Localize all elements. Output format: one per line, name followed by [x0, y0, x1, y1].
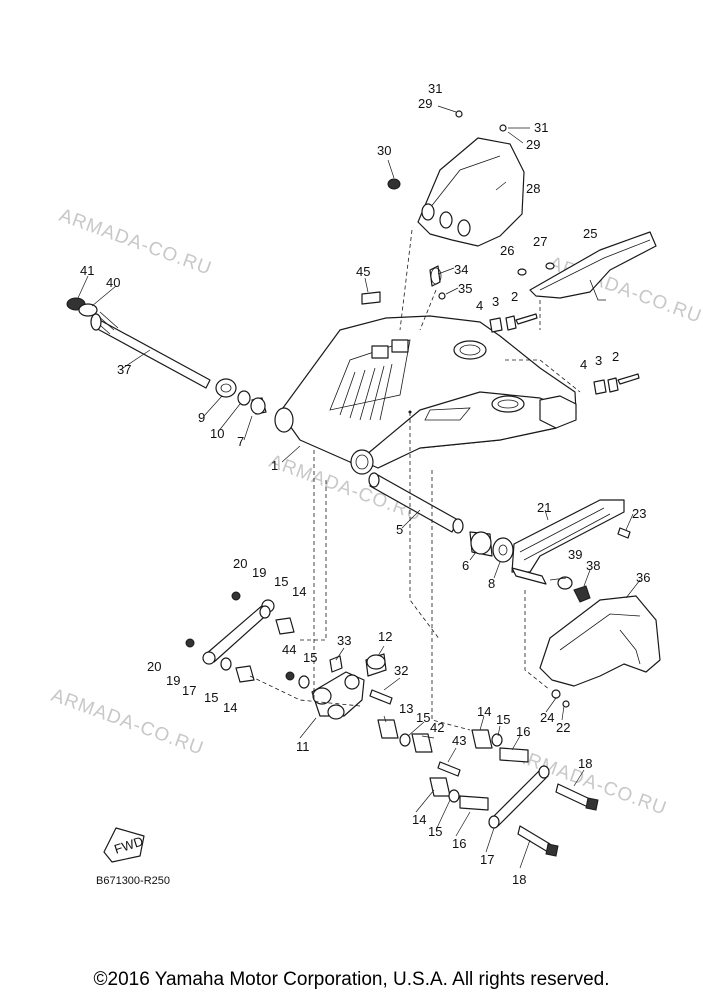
- mud-guard: [387, 137, 525, 247]
- diagram-code: B671300-R250: [96, 875, 171, 887]
- callout-41: 41: [80, 263, 94, 278]
- callout-36: 36: [636, 570, 650, 585]
- bushings-and-bolts: [185, 591, 599, 857]
- callout-33: 33: [337, 633, 351, 648]
- callout-4b: 4: [580, 357, 587, 372]
- callout-10: 10: [210, 426, 224, 441]
- callout-18a: 18: [578, 756, 592, 771]
- callout-21: 21: [537, 500, 551, 515]
- callout-45: 45: [356, 264, 370, 279]
- leader-lines: [77, 105, 641, 869]
- callout-2b: 2: [612, 349, 619, 364]
- callout-34: 34: [454, 262, 468, 277]
- callout-32: 32: [394, 663, 408, 678]
- small-fittings: [361, 110, 640, 395]
- callout-25: 25: [583, 226, 597, 241]
- chain-guide: [511, 499, 631, 603]
- callout-8: 8: [488, 576, 495, 591]
- callout-35: 35: [458, 281, 472, 296]
- callout-43: 43: [452, 733, 466, 748]
- callout-labels: 1 2 3 4 2 3 4 5 6 7 8 9 10 11 12 13 14 1…: [80, 81, 650, 887]
- pivot-shaft: [66, 297, 267, 415]
- callout-38: 38: [586, 558, 600, 573]
- callout-14c: 14: [477, 704, 491, 719]
- callout-27: 27: [533, 234, 547, 249]
- callout-28: 28: [526, 181, 540, 196]
- callout-26: 26: [500, 243, 514, 258]
- callout-31b: 31: [534, 120, 548, 135]
- callout-9: 9: [198, 410, 205, 425]
- callout-20b: 20: [147, 659, 161, 674]
- callout-16a: 16: [516, 724, 530, 739]
- callout-11: 11: [296, 739, 310, 754]
- connecting-rods: [202, 599, 550, 829]
- callout-15d: 15: [416, 710, 430, 725]
- callout-5: 5: [396, 522, 403, 537]
- callout-6: 6: [462, 558, 469, 573]
- callout-24: 24: [540, 710, 554, 725]
- callout-19a: 19: [252, 565, 266, 580]
- callout-22: 22: [556, 720, 570, 735]
- callout-4: 4: [476, 298, 483, 313]
- callout-15a: 15: [274, 574, 288, 589]
- callout-2: 2: [511, 289, 518, 304]
- callout-17a: 17: [182, 683, 196, 698]
- chain-cover: [517, 231, 657, 301]
- callout-37: 37: [117, 362, 131, 377]
- callout-29a: 29: [418, 96, 432, 111]
- callout-19b: 19: [166, 673, 180, 688]
- assembly-lines: [249, 229, 581, 731]
- callout-17b: 17: [480, 852, 494, 867]
- callout-42: 42: [430, 720, 444, 735]
- callout-29b: 29: [526, 137, 540, 152]
- callout-13: 13: [399, 701, 413, 716]
- callout-3b: 3: [595, 353, 602, 368]
- callout-44: 44: [282, 642, 296, 657]
- callout-30: 30: [377, 143, 391, 158]
- callout-3: 3: [492, 294, 499, 309]
- callout-14a: 14: [292, 584, 306, 599]
- callout-31a: 31: [428, 81, 442, 96]
- callout-14d: 14: [412, 812, 426, 827]
- callout-39: 39: [568, 547, 582, 562]
- copyright-notice: ©2016 Yamaha Motor Corporation, U.S.A. A…: [93, 969, 610, 990]
- chain-case-lower: [539, 595, 661, 708]
- forward-arrow-icon: FWD: [103, 827, 145, 863]
- axle: [368, 472, 514, 563]
- callout-23: 23: [632, 506, 646, 521]
- callout-15e: 15: [496, 712, 510, 727]
- callout-1: 1: [271, 458, 278, 473]
- callout-15f: 15: [428, 824, 442, 839]
- callout-15b: 15: [204, 690, 218, 705]
- callout-40: 40: [106, 275, 120, 290]
- callout-20a: 20: [233, 556, 247, 571]
- callout-14b: 14: [223, 700, 237, 715]
- swingarm-body: [274, 315, 577, 475]
- callout-18b: 18: [512, 872, 526, 887]
- callout-12: 12: [378, 629, 392, 644]
- relay-arm: [311, 653, 387, 720]
- callout-7: 7: [237, 434, 244, 449]
- callout-16b: 16: [452, 836, 466, 851]
- callout-15c: 15: [303, 650, 317, 665]
